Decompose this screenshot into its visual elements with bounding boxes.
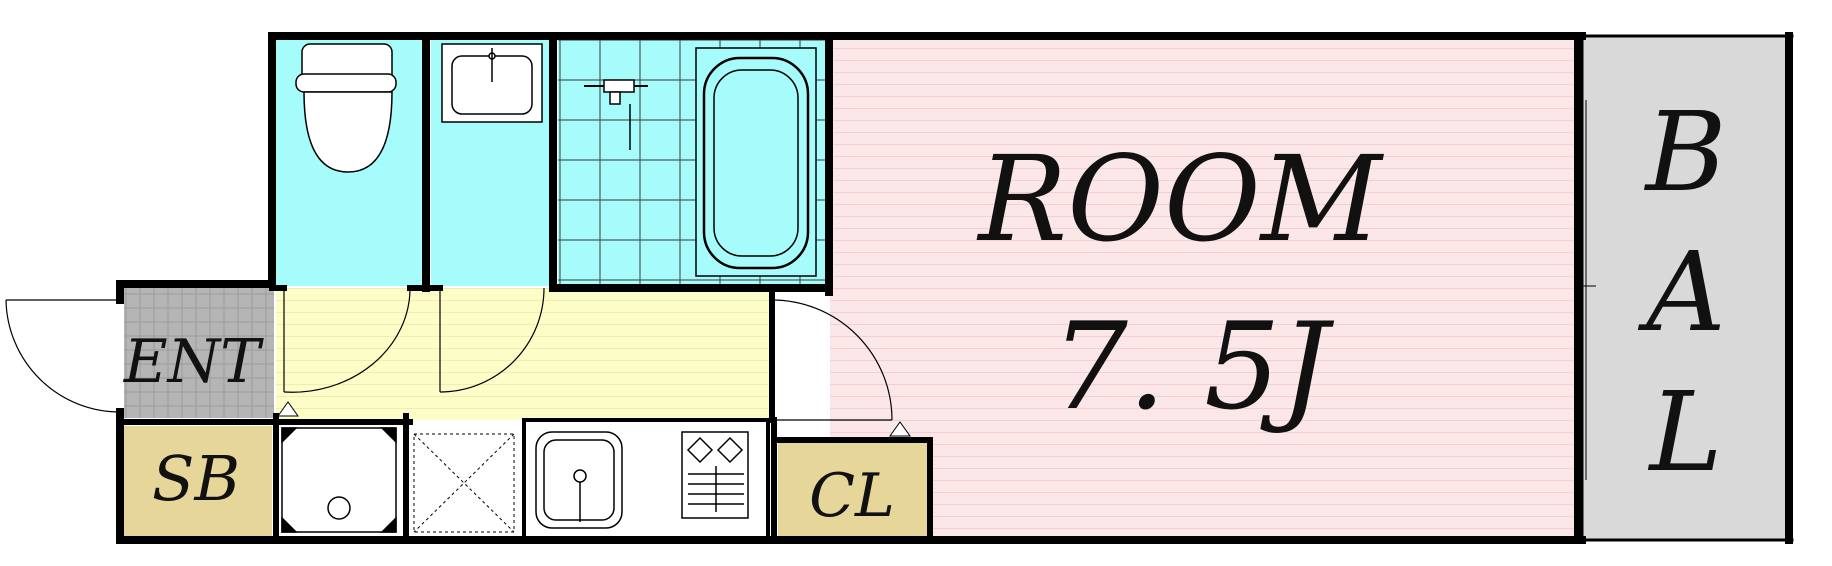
marker-triangle <box>277 401 299 417</box>
balcony-label-1: B <box>1644 88 1727 216</box>
room-name-label: ROOM <box>976 130 1384 268</box>
balcony-label-2: A <box>1637 228 1725 356</box>
balcony-floor <box>1582 36 1789 540</box>
entrance-label: ENT <box>123 327 264 397</box>
closet <box>778 440 928 538</box>
stove <box>681 431 749 519</box>
marker-triangle <box>889 421 911 437</box>
balcony-window <box>1576 100 1596 480</box>
room-floor <box>830 38 1575 538</box>
shoe-box <box>124 426 272 538</box>
walls <box>116 32 1794 544</box>
room-door <box>771 299 893 421</box>
kitchen-sink <box>535 431 623 529</box>
bathtub <box>695 47 817 277</box>
room-size-label: 7. 5J <box>1051 298 1334 437</box>
balcony-label-3: L <box>1647 368 1722 496</box>
shower-faucet <box>584 79 648 150</box>
washbasin-fixture <box>441 43 543 123</box>
toilet-door <box>283 287 411 393</box>
washroom-door <box>439 287 545 393</box>
washing-machine <box>281 427 397 533</box>
fridge-space-mark <box>413 433 515 533</box>
toilet-fixture <box>295 43 397 173</box>
closet-label: CL <box>809 461 895 531</box>
entrance-floor <box>124 288 274 418</box>
entrance-door <box>5 299 121 413</box>
shoe-box-label: SB <box>152 442 240 515</box>
corridor-floor <box>276 288 772 420</box>
